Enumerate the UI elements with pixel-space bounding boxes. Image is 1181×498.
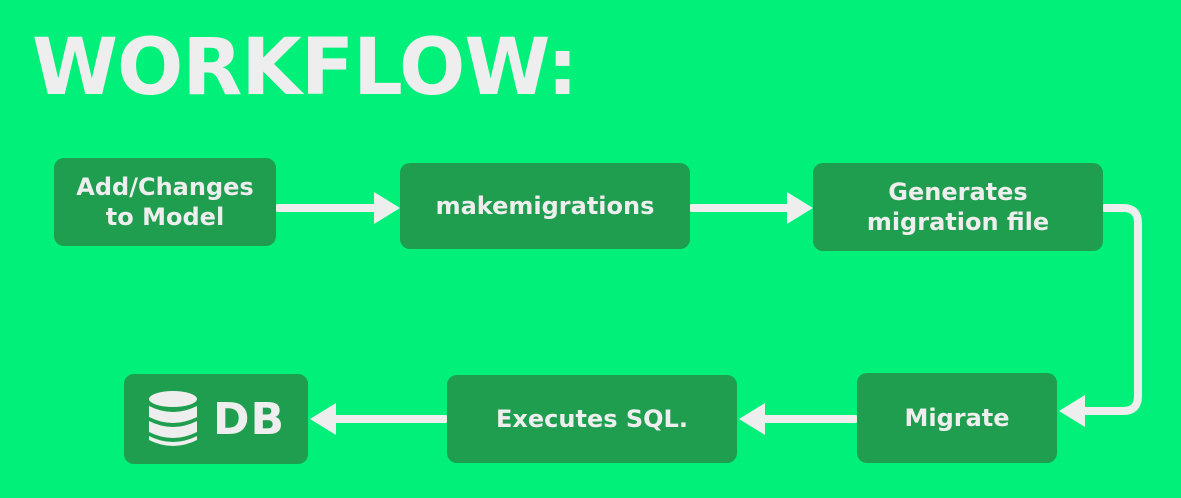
arrowhead-executes [739,403,765,435]
arrowhead-db [310,403,336,435]
step-migrate: Migrate [857,373,1057,463]
arrowhead-migrate [1059,395,1085,427]
arrowhead-makemigrations [374,192,400,224]
database-icon [148,391,197,446]
arrowhead-generates [787,192,813,224]
step-executes-sql: Executes SQL. [447,375,737,463]
step-add-changes-to-model: Add/Changes to Model [54,158,276,246]
step-makemigrations: makemigrations [400,163,690,249]
step-generates-migration-file: Generates migration file [813,163,1103,251]
db-label: DB [212,393,286,445]
step-db: DB [124,374,308,464]
page-title: WORKFLOW: [32,23,578,113]
arrow-generates-to-migrate [1076,204,1142,415]
